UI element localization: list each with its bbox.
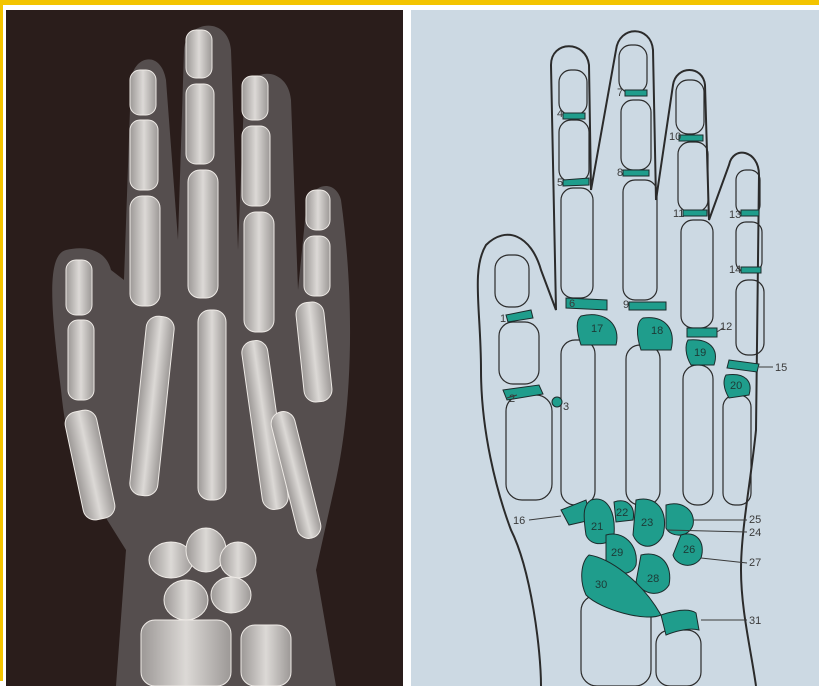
label-6: 6 [569, 298, 575, 310]
label-5: 5 [557, 177, 563, 189]
label-28: 28 [647, 573, 659, 585]
label-22: 22 [616, 507, 628, 519]
center-12 [687, 328, 717, 337]
center-4 [563, 113, 585, 119]
center-1 [506, 310, 533, 322]
center-15 [727, 360, 759, 372]
label-12: 12 [720, 321, 732, 333]
ossification-centers [503, 90, 761, 635]
label-10: 10 [669, 131, 681, 143]
label-29: 29 [611, 547, 623, 559]
xray-drawing [6, 10, 403, 686]
label-23: 23 [641, 517, 653, 529]
center-7 [625, 90, 647, 96]
label-24: 24 [749, 527, 761, 539]
label-31: 31 [749, 615, 761, 627]
label-7: 7 [617, 87, 623, 99]
label-11: 11 [673, 208, 684, 220]
label-27: 27 [749, 557, 761, 569]
label-3: 3 [563, 401, 569, 413]
label-13: 13 [729, 209, 741, 221]
center-5 [563, 178, 589, 186]
center-13 [741, 210, 759, 216]
label-15: 15 [775, 362, 787, 374]
center-3 [552, 397, 562, 407]
label-25: 25 [749, 514, 761, 526]
center-11 [683, 210, 707, 216]
label-4: 4 [557, 108, 563, 120]
label-2: 2 [509, 393, 515, 405]
center-10 [679, 135, 703, 141]
hand-xray-image [6, 10, 403, 686]
label-17: 17 [591, 323, 603, 335]
label-1: 1 [500, 313, 506, 325]
label-26: 26 [683, 544, 695, 556]
center-14 [741, 267, 761, 273]
label-9: 9 [623, 299, 629, 311]
label-18: 18 [651, 325, 663, 337]
label-14: 14 [729, 264, 741, 276]
center-8 [623, 170, 649, 176]
label-19: 19 [694, 347, 706, 359]
label-20: 20 [730, 380, 742, 392]
label-30: 30 [595, 579, 607, 591]
label-21: 21 [591, 521, 603, 533]
center-9 [629, 302, 666, 310]
diagram-drawing: 1 2 3 4 5 6 7 8 9 10 11 12 13 14 15 16 1… [411, 10, 819, 686]
ossification-diagram: 1 2 3 4 5 6 7 8 9 10 11 12 13 14 15 16 1… [411, 10, 819, 686]
label-8: 8 [617, 167, 623, 179]
label-16: 16 [513, 515, 525, 527]
